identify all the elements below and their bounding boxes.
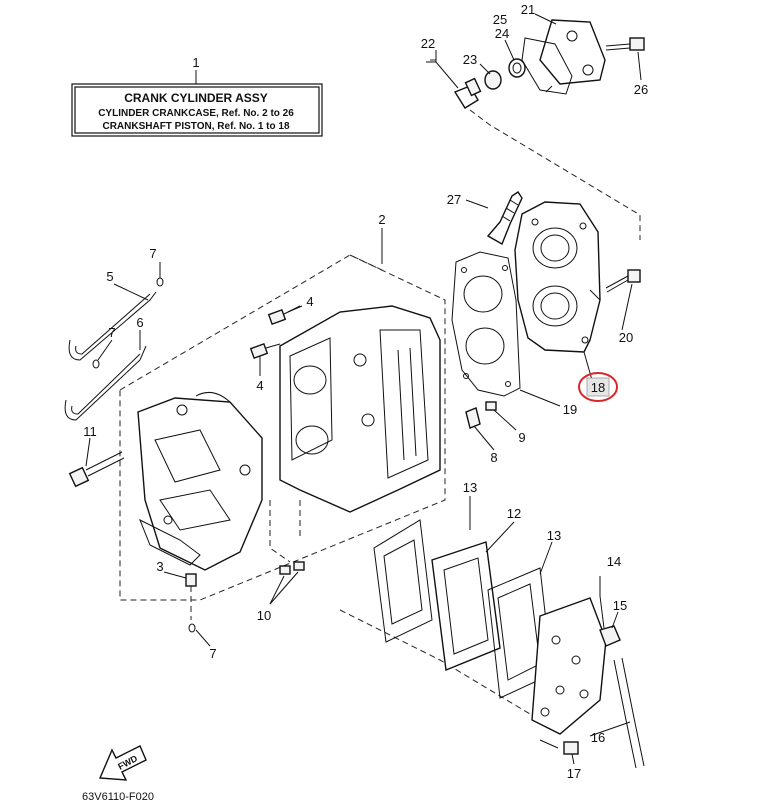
callout-21: 21 (521, 2, 535, 17)
cover-bolt-lower (539, 739, 579, 755)
callout-23: 23 (463, 52, 477, 67)
legend-line-1: CYLINDER CRANKCASE, Ref. No. 2 to 26 (98, 108, 294, 119)
callout-7-bottom: 7 (209, 646, 216, 661)
forward-direction-arrow: FWD (98, 745, 147, 781)
dowel-pin-a (279, 565, 291, 575)
thermostat-cover-group (453, 19, 645, 109)
exhaust-gasket-left (373, 519, 433, 643)
crankcase-bolt (68, 451, 125, 488)
thermostat (508, 58, 526, 78)
callout-3: 3 (156, 559, 163, 574)
cylinder-block (279, 305, 441, 513)
dowel-pin-b (293, 561, 305, 571)
callout-10: 10 (257, 608, 271, 623)
hose-clip-lower (188, 623, 196, 633)
callout-8: 8 (490, 450, 497, 465)
callout-19: 19 (563, 402, 577, 417)
legend-title: CRANK CYLINDER ASSY (124, 91, 268, 105)
callout-4-upper: 4 (306, 294, 313, 309)
callout-17: 17 (567, 766, 581, 781)
callout-2: 2 (378, 212, 385, 227)
seal (484, 70, 502, 90)
small-bolt (485, 401, 497, 411)
callout-26: 26 (634, 82, 648, 97)
legend-line-2: CRANKSHAFT PISTON, Ref. No. 1 to 18 (102, 121, 289, 132)
hose-clip-left (92, 359, 100, 369)
head-bolt (605, 269, 641, 293)
spark-plug (486, 191, 523, 246)
callout-12: 12 (507, 506, 521, 521)
cover-fitting (599, 625, 621, 647)
water-fitting-lower (249, 343, 281, 359)
water-hose-5 (68, 291, 157, 361)
cylinder-head (514, 201, 601, 353)
crankcase-screw (185, 573, 197, 587)
hose-clip-upper (156, 277, 164, 287)
callout-16: 16 (591, 730, 605, 745)
callout-15: 15 (613, 598, 627, 613)
crankcase-half (137, 391, 263, 571)
callout-22: 22 (421, 36, 435, 51)
callout-27: 27 (447, 192, 461, 207)
exhaust-outer-cover (531, 597, 607, 735)
callout-13-right: 13 (547, 528, 561, 543)
callout-9: 9 (518, 430, 525, 445)
callout-18: 18 (591, 380, 605, 395)
water-hose-6 (64, 345, 147, 421)
callout-7-top: 7 (149, 246, 156, 261)
callout-25: 25 (493, 12, 507, 27)
callout-4-lower: 4 (256, 378, 263, 393)
leader-lines (85, 13, 642, 765)
diagram-code: 63V6110-F020 (82, 791, 154, 803)
callout-18-highlight[interactable]: 18 (578, 372, 618, 402)
dowel-clip (465, 407, 481, 429)
callout-14: 14 (607, 554, 621, 569)
callout-5: 5 (106, 269, 113, 284)
callout-11: 11 (83, 424, 97, 439)
callout-7-left: 7 (108, 325, 115, 340)
callout-labels: 1 2 3 4 4 5 6 7 7 7 8 9 10 11 12 13 13 1… (83, 2, 648, 781)
head-gasket (451, 251, 521, 397)
exhaust-cover-plate (431, 541, 501, 671)
cover-bolt (629, 37, 645, 51)
callout-1: 1 (192, 55, 199, 70)
cover-gasket (521, 37, 573, 95)
callout-24: 24 (495, 26, 509, 41)
callout-20: 20 (619, 330, 633, 345)
assembly-legend: CRANK CYLINDER ASSY CYLINDER CRANKCASE, … (71, 70, 323, 137)
cooling-hose (613, 657, 645, 769)
highlight-ring (578, 372, 618, 402)
crankcase-assembly-outline (119, 254, 446, 601)
callout-6: 6 (136, 315, 143, 330)
thermostat-cover (539, 19, 606, 85)
callout-13-left: 13 (463, 480, 477, 495)
